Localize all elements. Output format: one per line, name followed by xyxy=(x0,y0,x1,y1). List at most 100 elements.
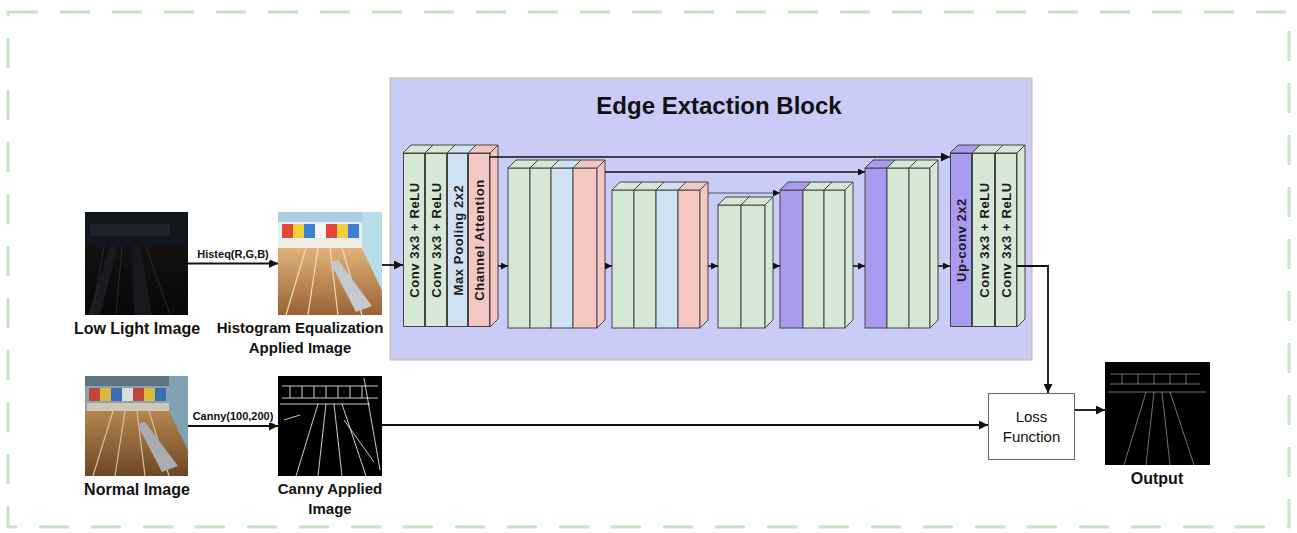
layer-slab: Conv 3x3 + ReLU xyxy=(425,153,447,327)
slab-side xyxy=(845,182,853,328)
layer-label: Conv 3x3 + ReLU xyxy=(977,182,990,298)
photo-screen xyxy=(111,388,122,401)
box-label: Loss Function xyxy=(997,407,1066,446)
flow-arrow xyxy=(773,265,780,267)
photo-pins xyxy=(87,403,169,411)
layer-label: Conv 3x3 + ReLU xyxy=(408,182,421,298)
connector-arrow xyxy=(382,264,403,266)
photo-ground xyxy=(278,376,382,476)
photo-screen xyxy=(122,388,133,401)
operation-label: Canny(100,200) xyxy=(192,410,275,423)
photo-pins xyxy=(280,240,362,248)
slab-front xyxy=(824,190,845,328)
image-node: Canny Applied Image xyxy=(278,376,382,476)
image-caption: Output xyxy=(1097,468,1217,490)
photo-window xyxy=(169,376,188,450)
layer-group xyxy=(780,182,853,328)
slab-side xyxy=(490,145,498,327)
flow-arrow xyxy=(498,265,508,267)
photo-wall xyxy=(278,212,382,315)
canny-edge-photo xyxy=(278,376,382,476)
layer-group xyxy=(865,160,938,328)
photo-screen xyxy=(89,388,100,401)
image-caption: Normal Image xyxy=(57,479,217,501)
slab-front xyxy=(612,190,634,328)
layer-label: Channel Attention xyxy=(473,179,486,301)
edge-extraction-panel: Edge Extaction BlockConv 3x3 + ReLUConv … xyxy=(390,78,1032,360)
slab-front xyxy=(573,168,597,328)
photo-lines xyxy=(92,246,170,315)
slab-front xyxy=(803,190,824,328)
photo-screen xyxy=(326,224,337,238)
layer-label: Up-conv 2x2 xyxy=(955,198,968,282)
photo-screen xyxy=(282,224,293,238)
photo-screen xyxy=(144,388,155,401)
slab-front xyxy=(887,168,909,328)
layer-group xyxy=(508,160,605,328)
layer-group xyxy=(718,197,773,328)
edge-label-anchor: Histeq(R,G,B) xyxy=(196,247,270,260)
layer-slab: Max Pooling 2x2 xyxy=(447,153,468,327)
normal-photo xyxy=(85,376,188,476)
slab-front xyxy=(865,168,887,328)
layer-slab: Conv 3x3 + ReLU xyxy=(995,153,1017,327)
low-light-photo xyxy=(85,212,188,315)
flow-arrow xyxy=(853,265,865,267)
layer-label: Conv 3x3 + ReLU xyxy=(430,182,443,298)
image-node: Histogram Equalization Applied Image xyxy=(278,212,382,315)
photo-screen xyxy=(293,224,304,238)
slab-front xyxy=(634,190,656,328)
photo-floor xyxy=(278,248,382,315)
connector-arrow xyxy=(382,424,988,426)
image-node: Output xyxy=(1105,362,1210,465)
block-panel xyxy=(390,78,1032,360)
image-caption: Low Light Image xyxy=(57,318,217,340)
layer-group xyxy=(403,145,498,327)
photo-ground xyxy=(85,212,188,315)
slab-front xyxy=(530,168,551,328)
layer-group xyxy=(612,182,708,328)
flow-arrow xyxy=(605,265,612,267)
photo-window xyxy=(362,212,382,290)
layer-label: Max Pooling 2x2 xyxy=(451,185,464,296)
image-caption: Canny Applied Image xyxy=(265,479,395,520)
dashed-frame xyxy=(8,12,1289,527)
photo-screen xyxy=(348,224,359,238)
photo-strip xyxy=(90,224,170,236)
layer-slab: Conv 3x3 + ReLU xyxy=(403,153,425,327)
flow-arrow xyxy=(708,265,718,267)
slab-side xyxy=(597,160,605,328)
internal-arrows xyxy=(498,172,950,266)
image-caption: Histogram Equalization Applied Image xyxy=(214,318,386,359)
connector-arrow xyxy=(1017,266,1048,393)
layer-slab: Channel Attention xyxy=(468,153,490,327)
connector-arrow xyxy=(490,156,950,158)
photo-lane xyxy=(132,246,152,315)
slab-side xyxy=(930,160,938,328)
slab-front xyxy=(741,205,765,328)
slab-front xyxy=(780,190,803,328)
photo-wall xyxy=(85,212,188,246)
slab-side xyxy=(765,197,773,328)
output-edge-photo xyxy=(1105,362,1210,465)
photo-floor xyxy=(85,411,188,476)
equalized-photo xyxy=(278,212,382,315)
slab-front xyxy=(718,205,741,328)
skip-connection xyxy=(605,171,865,173)
loss-box: Loss Function xyxy=(988,393,1075,460)
flow-arrow xyxy=(938,265,950,267)
photo-screen xyxy=(155,388,166,401)
image-node: Normal Image xyxy=(85,376,188,476)
photo-ball-return xyxy=(330,260,372,312)
slab-front xyxy=(678,190,700,328)
photo-screen xyxy=(337,224,348,238)
image-node: Low Light Image xyxy=(85,212,188,315)
photo-screen xyxy=(133,388,144,401)
slab-side xyxy=(700,182,708,328)
block-title: Edge Extaction Block xyxy=(398,92,1040,121)
operation-label: Histeq(R,G,B) xyxy=(196,247,270,260)
